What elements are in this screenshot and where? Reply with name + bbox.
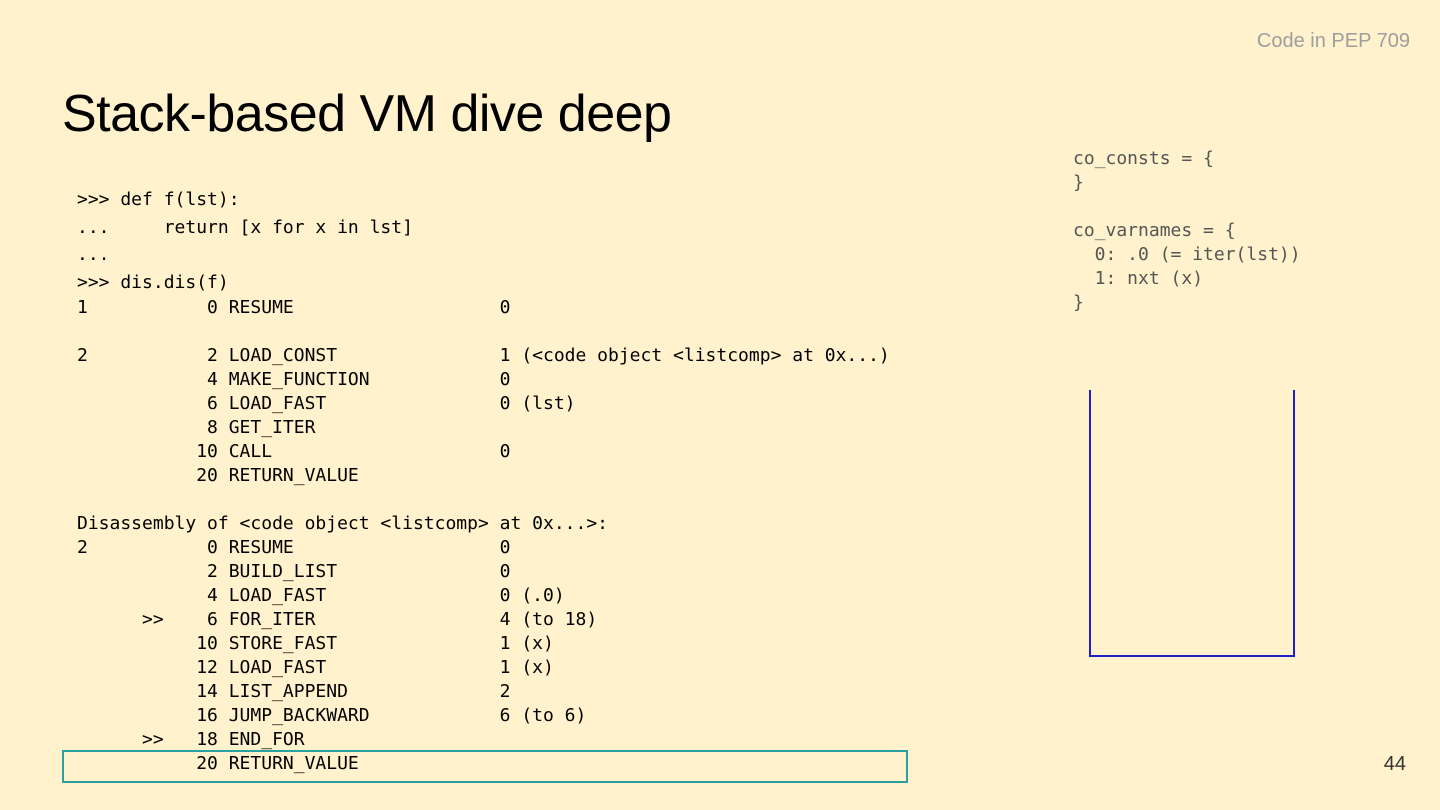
disassembly-line: 2 BUILD_LIST 0 [77,561,511,582]
disassembly-line: 2 0 RESUME 0 [77,537,511,558]
disassembly-line: >> 6 FOR_ITER 4 (to 18) [77,609,598,630]
repl-line: ... [77,244,110,265]
disassembly-line: >> 18 END_FOR [77,729,305,750]
disassembly-line [77,488,890,512]
slide-title: Stack-based VM dive deep [62,85,672,143]
disassembly-line: 2 2 LOAD_CONST 1 (<code object <listcomp… [77,345,890,366]
vars-line: co_consts = { [1073,148,1214,169]
disassembly-line: 20 RETURN_VALUE [77,465,359,486]
disassembly-line: 8 GET_ITER [77,417,316,438]
disassembly-code-block: 1 0 RESUME 0 2 2 LOAD_CONST 1 (<code obje… [77,296,890,776]
disassembly-line: 6 LOAD_FAST 0 (lst) [77,393,576,414]
vars-line [1073,195,1301,219]
disassembly-line: 14 LIST_APPEND 2 [77,681,511,702]
vars-line: 0: .0 (= iter(lst)) [1073,244,1301,265]
disassembly-line: 1 0 RESUME 0 [77,297,511,318]
disassembly-line: 4 MAKE_FUNCTION 0 [77,369,511,390]
repl-line: >>> def f(lst): [77,189,240,210]
disassembly-line: 12 LOAD_FAST 1 (x) [77,657,554,678]
repl-line: ... return [x for x in lst] [77,216,413,238]
disassembly-line [77,320,890,344]
vars-line: } [1073,172,1084,193]
disassembly-line: 16 JUMP_BACKWARD 6 (to 6) [77,705,587,726]
value-stack-diagram [1089,390,1295,657]
vars-line: 1: nxt (x) [1073,268,1204,289]
vars-line: } [1073,292,1084,313]
page-number: 44 [1383,753,1406,775]
code-object-vars-block: co_consts = {} co_varnames = { 0: .0 (= i… [1073,147,1301,315]
vars-line: co_varnames = { [1073,220,1236,241]
disassembly-line: 4 LOAD_FAST 0 (.0) [77,585,565,606]
disassembly-line: Disassembly of <code object <listcomp> a… [77,513,609,534]
current-instruction-highlight [62,750,908,783]
repl-line: >>> dis.dis(f) [77,271,229,293]
disassembly-line: 10 STORE_FAST 1 (x) [77,633,554,654]
repl-code-block: >>> def f(lst): ... return [x for x in ls… [77,186,413,296]
source-label: Code in PEP 709 [1256,30,1410,52]
disassembly-line-current: 20 RETURN_VALUE [77,753,359,774]
disassembly-line: 10 CALL 0 [77,441,511,462]
